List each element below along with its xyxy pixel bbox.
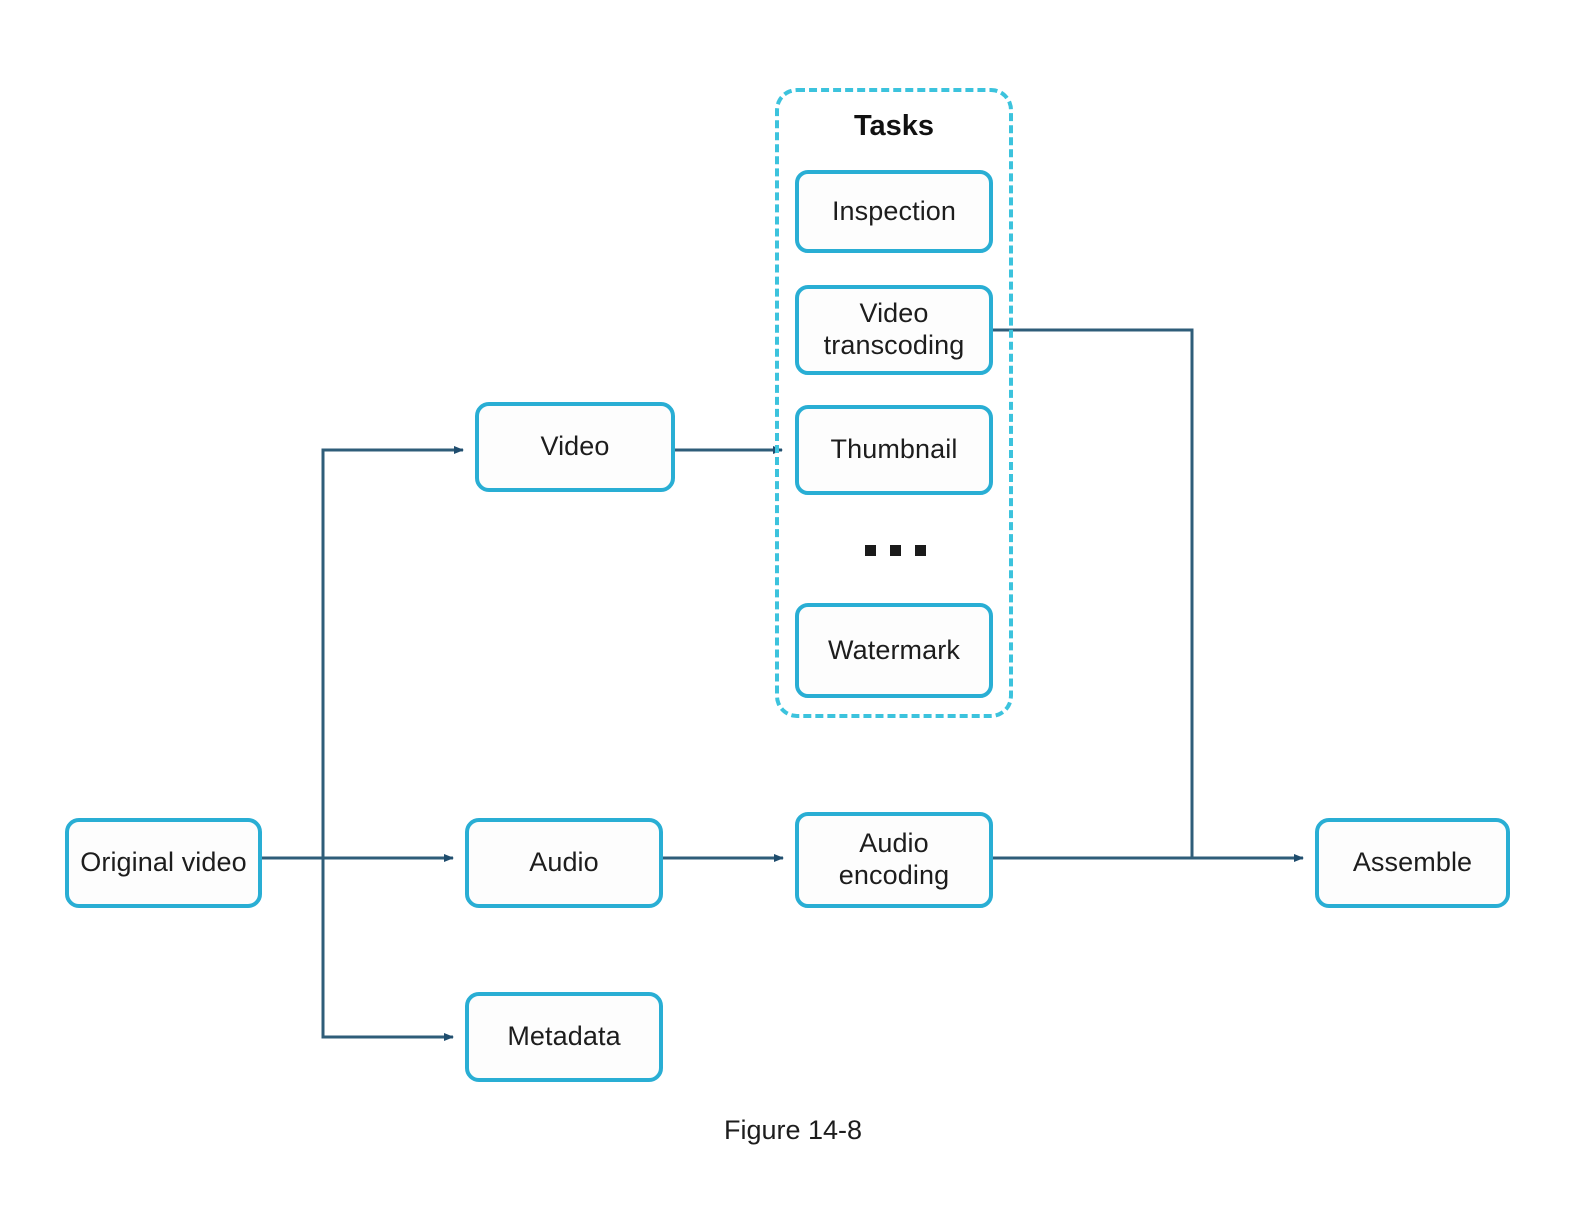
- ellipsis-dot: [864, 544, 876, 556]
- node-label: Watermark: [828, 634, 960, 665]
- node-label: Audio: [529, 847, 599, 878]
- node-assemble[interactable]: Assemble: [1315, 818, 1510, 908]
- node-label: Metadata: [507, 1021, 621, 1052]
- node-label: Video: [540, 431, 610, 462]
- ellipsis-dot: [914, 544, 926, 556]
- node-video-transcoding[interactable]: Video transcoding: [795, 285, 993, 375]
- node-label: Inspection: [831, 195, 957, 226]
- node-label: Audio encoding: [838, 828, 950, 890]
- node-watermark[interactable]: Watermark: [795, 603, 993, 698]
- ellipsis-dot: [889, 544, 901, 556]
- node-label: Video transcoding: [823, 298, 965, 360]
- ellipsis-indicator: [855, 535, 935, 565]
- node-audio[interactable]: Audio: [465, 818, 663, 908]
- node-audio-encoding[interactable]: Audio encoding: [795, 812, 993, 908]
- edge-transcoding-to-merge: [993, 328, 1194, 858]
- node-video[interactable]: Video: [475, 402, 675, 492]
- node-inspection[interactable]: Inspection: [795, 170, 993, 253]
- node-label: Original video: [80, 847, 247, 878]
- node-original-video[interactable]: Original video: [65, 818, 262, 908]
- node-metadata[interactable]: Metadata: [465, 992, 663, 1082]
- node-thumbnail[interactable]: Thumbnail: [795, 405, 993, 495]
- figure-caption: Figure 14-8: [723, 1115, 863, 1145]
- edge-trunk-to-metadata: [321, 858, 454, 1041]
- node-label: Assemble: [1352, 847, 1473, 878]
- tasks-group-title: Tasks: [853, 110, 935, 142]
- edge-trunk-to-video: [321, 446, 464, 858]
- node-label: Thumbnail: [830, 434, 958, 465]
